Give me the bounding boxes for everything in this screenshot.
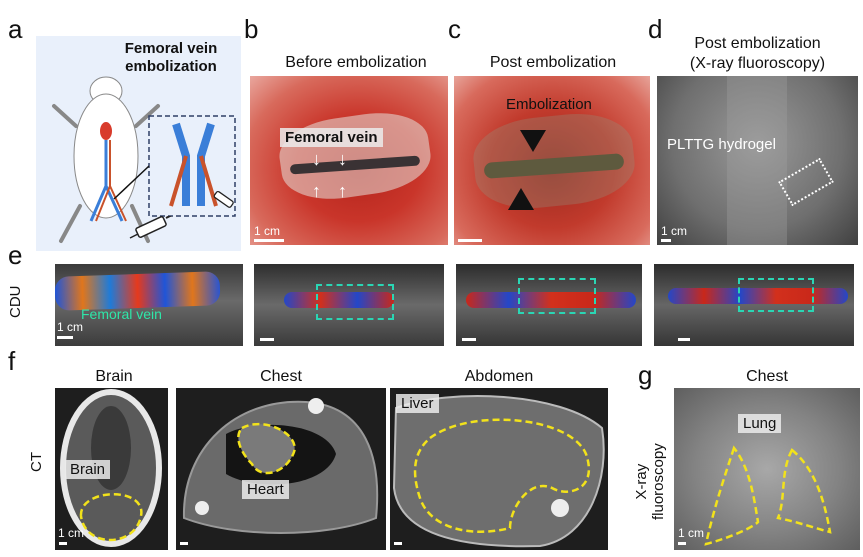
ct-brain-image: Brain 1 cm: [55, 388, 168, 550]
panel-letter-a: a: [8, 14, 23, 44]
arrow-down-icon: ↓: [338, 149, 347, 169]
panel-letter-f: f: [8, 346, 16, 376]
arrow-down-icon: ↓: [312, 149, 321, 169]
panel-letter-e: e: [8, 240, 23, 270]
mouse-illustration: [52, 76, 236, 243]
scale-bar: [678, 338, 690, 341]
cdu-image-1: Femoral vein 1 cm: [55, 264, 243, 346]
scale-bar: [661, 239, 671, 242]
liver-outline: [413, 418, 591, 533]
cdu-image-2: [254, 264, 444, 346]
brain-label: Brain: [65, 460, 111, 479]
arrowhead-up-icon: [508, 188, 534, 210]
xray-fluoroscopy-image: PLTTG hydrogel 1 cm: [657, 76, 858, 245]
scale-label: 1 cm: [57, 320, 84, 334]
left-lung-outline: [704, 445, 760, 546]
ct-row-label: CT: [28, 452, 45, 472]
heart-outline: [237, 422, 296, 475]
scale-bar: [260, 338, 274, 341]
syringe-icon: [129, 216, 173, 239]
panel-letter-g: g: [638, 360, 653, 390]
cdu-roi-box: [316, 284, 394, 320]
scale-bar: [394, 542, 402, 545]
panel-a-illustration: Femoral vein embolization: [36, 36, 241, 251]
panel-d-caption-line1: Post embolization: [694, 35, 821, 52]
xray-row-label-line1: X-ray: [633, 463, 650, 500]
chest-caption: Chest: [260, 368, 302, 385]
scale-label: 1 cm: [58, 526, 85, 540]
lung-label: Lung: [738, 414, 782, 433]
arrow-up-icon: ↑: [312, 181, 321, 201]
ct-chest-image: Heart: [176, 388, 386, 550]
ct-abdomen-image: Liver: [390, 388, 608, 550]
arrowhead-down-icon: [520, 130, 546, 152]
panel-b-caption: Before embolization: [285, 54, 427, 71]
plttg-hydrogel-label: PLTTG hydrogel: [667, 136, 776, 153]
cdu-roi-box: [518, 278, 596, 314]
post-embolization-photo: Embolization: [454, 76, 650, 245]
embolization-label: Embolization: [506, 96, 592, 113]
syringe-icon: [213, 190, 234, 208]
right-lung-outline: [776, 448, 832, 534]
brain-caption: Brain: [95, 368, 133, 385]
abdomen-caption: Abdomen: [464, 368, 534, 385]
scale-bar: [57, 336, 73, 339]
scale-label: 1 cm: [661, 224, 688, 238]
scale-label: 1 cm: [254, 224, 281, 238]
panel-a-title-line1: Femoral vein: [124, 40, 218, 57]
before-embolization-photo: Femoral vein ↓ ↓ ↑ ↑ 1 cm: [250, 76, 448, 245]
panel-d-caption: Post embolization (X-ray fluoroscopy): [655, 34, 860, 74]
xray-chest-image: Lung 1 cm: [674, 388, 860, 550]
panel-d-caption-line2: (X-ray fluoroscopy): [689, 55, 826, 72]
femoral-vein-cdu-label: Femoral vein: [81, 306, 162, 322]
femoral-vein-label: Femoral vein: [280, 128, 383, 147]
arrow-up-icon: ↑: [338, 181, 347, 201]
scale-bar: [678, 542, 686, 545]
panel-letter-c: c: [448, 14, 461, 44]
cdu-row-label: CDU: [7, 285, 24, 319]
panel-g-caption: Chest: [746, 368, 788, 385]
scale-bar: [59, 542, 67, 545]
xray-row-label-line2: fluoroscopy: [650, 443, 667, 520]
scale-bar: [254, 239, 284, 242]
brain-outline: [79, 493, 143, 542]
panel-letter-d: d: [648, 14, 663, 44]
panel-a-title-line2: embolization: [125, 58, 217, 75]
cdu-image-4: [654, 264, 854, 346]
scale-label: 1 cm: [678, 526, 705, 540]
scale-bar: [462, 338, 476, 341]
scale-bar: [180, 542, 188, 545]
heart-label: Heart: [242, 480, 289, 499]
panel-letter-b: b: [244, 14, 259, 44]
liver-label: Liver: [396, 394, 439, 413]
panel-a-title: Femoral vein embolization: [106, 40, 236, 76]
scale-bar: [458, 239, 482, 242]
cdu-image-3: [456, 264, 642, 346]
panel-c-caption: Post embolization: [489, 54, 617, 71]
xray-row-label: X-ray fluoroscopy: [633, 443, 667, 520]
cdu-roi-box: [738, 278, 814, 312]
